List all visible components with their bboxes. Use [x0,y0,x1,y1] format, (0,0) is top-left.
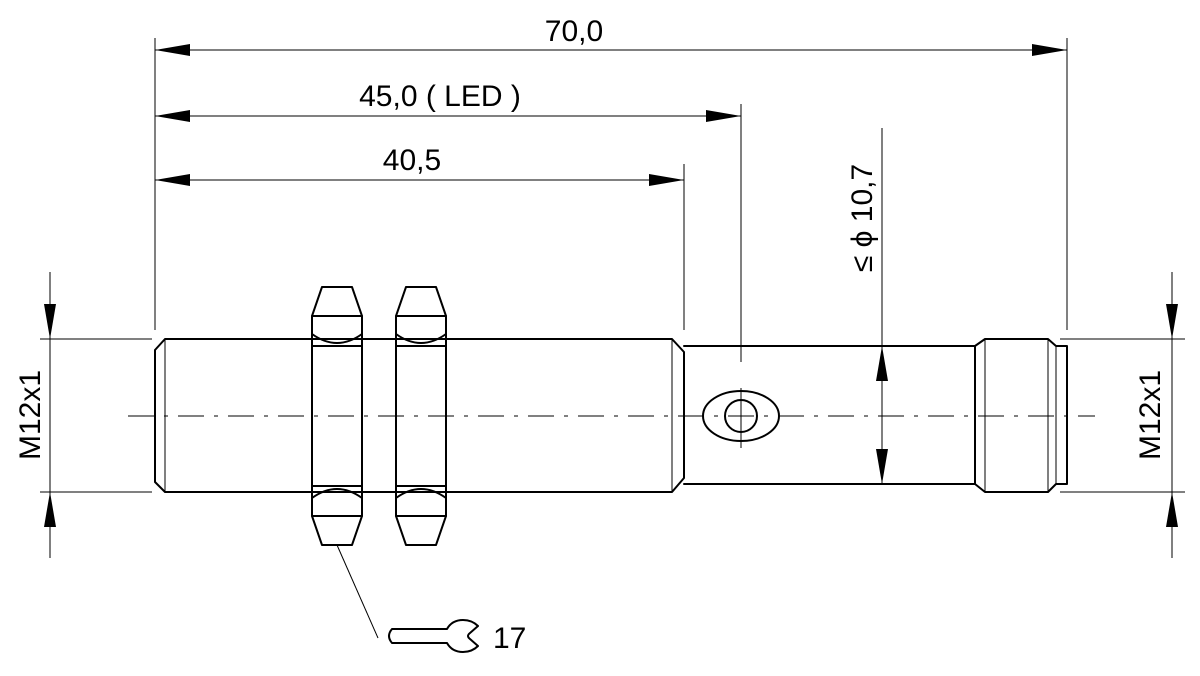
dimension-thread-length: 40,5 [155,144,684,186]
connector [974,338,1068,493]
dimension-diameter: ≤ ϕ 10,7 [846,128,888,484]
diameter-label: ≤ ϕ 10,7 [846,164,879,272]
smooth-body [683,345,976,485]
thread-right-label: M12x1 [1134,370,1167,460]
sensor-body [154,338,1068,493]
led-indicator-icon [702,388,780,448]
hex-nut-right [395,286,447,546]
dimension-led-position: 45,0 ( LED ) [155,80,741,122]
dimension-overall-length: 70,0 [155,15,1067,56]
extension-lines [40,38,1185,493]
dimension-thread-right: M12x1 [1134,272,1178,558]
wrench-icon [388,619,479,653]
hex-nut-left [311,286,363,546]
dimension-thread-left: M12x1 [14,272,56,558]
led-position-label: 45,0 ( LED ) [359,80,521,113]
thread-left-label: M12x1 [14,370,47,460]
overall-length-label: 70,0 [545,15,603,48]
wrench-callout: 17 [336,544,526,655]
wrench-size-label: 17 [493,622,526,655]
thread-length-label: 40,5 [383,144,441,177]
thread-gaps [361,338,397,493]
